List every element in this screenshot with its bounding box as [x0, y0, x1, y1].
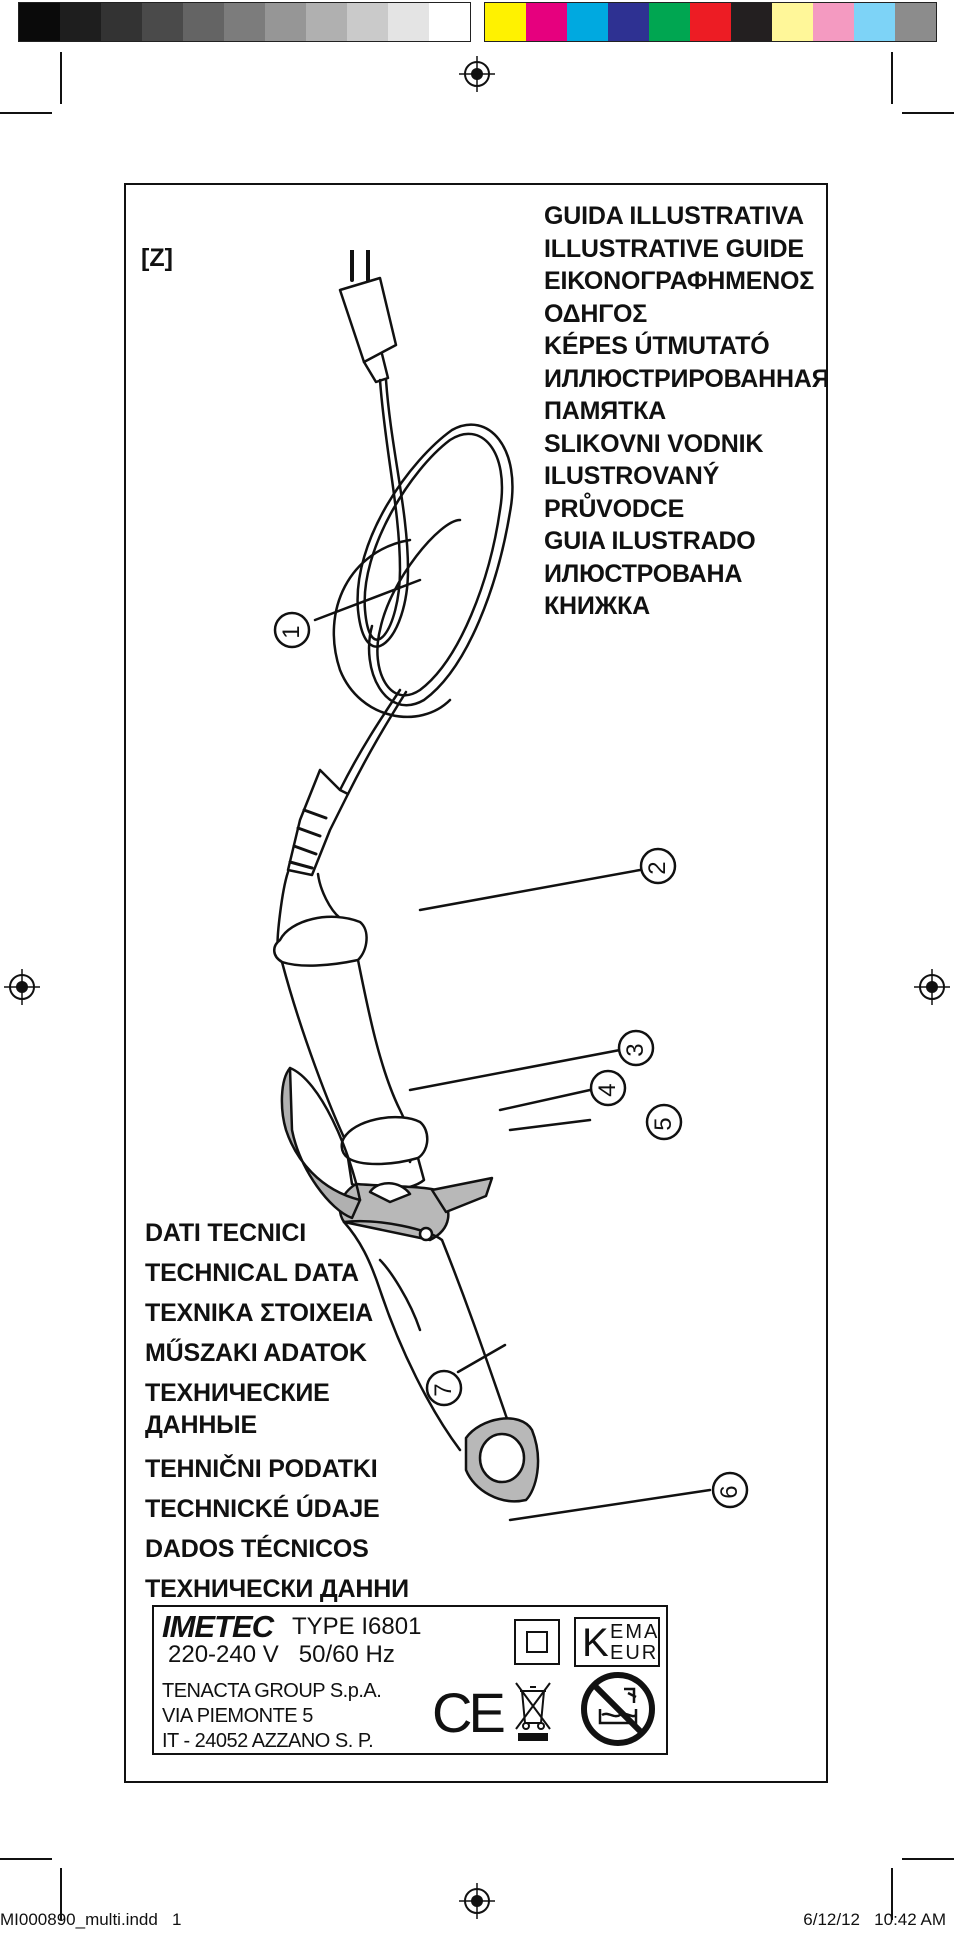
- color-swatch: [731, 3, 772, 41]
- tech-title-it: DATI TECNICI: [145, 1219, 307, 1247]
- color-swatch: [567, 3, 608, 41]
- grayscale-color-bar: [18, 2, 471, 42]
- page-frame: [124, 183, 828, 1783]
- tech-title-sl: TEHNIČNI PODATKI: [145, 1455, 378, 1483]
- tech-title-pt: DADOS TÉCNICOS: [145, 1535, 369, 1563]
- color-swatch: [608, 3, 649, 41]
- registration-mark-icon: [4, 969, 40, 1005]
- color-swatch: [813, 3, 854, 41]
- tech-title-ru: ТЕХНИЧЕСКИЕ ДАННЫЕ: [145, 1377, 409, 1441]
- color-swatch: [485, 3, 526, 41]
- color-swatch: [306, 3, 347, 41]
- manufacturer-address: TENACTA GROUP S.p.A. VIA PIEMONTE 5 IT -…: [162, 1679, 382, 1754]
- illustrative-guide-titles: GUIDA ILLUSTRATIVA ILLUSTRATIVE GUIDE ΕΙΚΟ…: [544, 200, 830, 623]
- curling-iron-illustration: [273, 250, 749, 1522]
- tech-title-cs: TECHNICKÉ ÚDAJE: [145, 1495, 380, 1523]
- tech-title-hu: MŰSZAKI ADATOK: [145, 1339, 367, 1367]
- guide-title-line: КНИЖКА: [544, 592, 650, 620]
- figure-label: [Z]: [141, 244, 173, 272]
- double-insulation-icon: [514, 1619, 560, 1665]
- guide-title-line: ΕΙΚΟΝΟΓΡΑΦΗΜΕΝΟΣ: [544, 267, 815, 295]
- tech-title-ru-line1: ТЕХНИЧЕСКИЕ: [145, 1379, 330, 1407]
- color-swatch: [429, 3, 470, 41]
- registration-mark-icon: [459, 56, 495, 92]
- callout-1: 1: [278, 625, 305, 639]
- address-line: VIA PIEMONTE 5: [162, 1705, 313, 1727]
- guide-title-line: ΟΔΗΓΟΣ: [544, 299, 648, 328]
- guide-title-line: SLIKOVNI VODNIK: [544, 429, 764, 458]
- guide-title-line: GUIA ILUSTRADO: [544, 527, 756, 555]
- address-line: TENACTA GROUP S.p.A.: [162, 1680, 382, 1702]
- guide-title-line: GUIDA ILLUSTRATIVA: [544, 202, 804, 230]
- color-swatch: [19, 3, 60, 41]
- crop-mark: [902, 112, 954, 114]
- crop-mark: [902, 1858, 954, 1860]
- model-type: TYPE I6801: [292, 1613, 422, 1640]
- rating-plate: IMETEC TYPE I6801 220-240 V 50/60 Hz TEN…: [152, 1605, 668, 1755]
- color-swatch: [142, 3, 183, 41]
- color-swatch: [895, 3, 936, 41]
- brand-logo: IMETEC: [162, 1609, 274, 1644]
- crop-mark: [891, 1868, 893, 1920]
- color-swatch: [265, 3, 306, 41]
- no-bath-icon: [581, 1672, 655, 1746]
- callout-3: 3: [622, 1043, 649, 1057]
- weee-bin-icon: [515, 1682, 551, 1741]
- tech-title-el: ΤΕΧΝΙΚΑ ΣΤΟΙΧΕΙΑ: [145, 1299, 374, 1327]
- callout-7: 7: [430, 1383, 457, 1397]
- color-swatch: [690, 3, 731, 41]
- process-color-bar: [484, 2, 937, 42]
- crop-mark: [0, 1858, 52, 1860]
- technical-data-titles: DATI TECNICI TECHNICAL DATA ΤΕΧΝΙΚΑ ΣΤΟΙ…: [145, 1213, 409, 1609]
- callout-6: 6: [716, 1485, 743, 1499]
- frequency: 50/60 Hz: [298, 1641, 395, 1668]
- color-swatch: [347, 3, 388, 41]
- kema-keur-icon: K EMA EUR: [574, 1617, 660, 1667]
- crop-mark: [891, 52, 893, 104]
- registration-mark-icon: [459, 1883, 495, 1919]
- registration-mark-icon: [914, 969, 950, 1005]
- electrical-rating: 220-240 V 50/60 Hz: [168, 1641, 395, 1669]
- color-swatch: [183, 3, 224, 41]
- tech-title-ru-line2: ДАННЫЕ: [145, 1411, 257, 1439]
- color-swatch: [60, 3, 101, 41]
- color-swatch: [526, 3, 567, 41]
- color-swatch: [854, 3, 895, 41]
- color-swatch: [649, 3, 690, 41]
- guide-title-line: ILUSTROVANÝ: [544, 462, 720, 490]
- crop-mark: [0, 112, 52, 114]
- tech-title-en: TECHNICAL DATA: [145, 1259, 359, 1287]
- callout-4: 4: [594, 1083, 621, 1097]
- guide-title-line: PRŮVODCE: [544, 494, 685, 523]
- guide-title-line: ILLUSTRATIVE GUIDE: [544, 234, 804, 263]
- guide-title-line: ИЛЮСТРОВАНА: [544, 559, 743, 588]
- voltage: 220-240 V: [168, 1641, 279, 1668]
- guide-title-line: ИЛЛЮСТРИРОВАННАЯ: [544, 364, 830, 393]
- crop-mark: [60, 1868, 62, 1920]
- print-date: 6/12/12 10:42 AM: [803, 1910, 946, 1929]
- ce-mark-icon: CE: [432, 1681, 506, 1744]
- file-name: MI000890_multi.indd 1: [0, 1910, 182, 1929]
- callout-2: 2: [644, 861, 671, 875]
- address-line: IT - 24052 AZZANO S. P.: [162, 1730, 374, 1752]
- callout-5: 5: [650, 1117, 677, 1131]
- crop-mark: [60, 52, 62, 104]
- color-swatch: [388, 3, 429, 41]
- guide-title-line: KÉPES ÚTMUTATÓ: [544, 332, 770, 360]
- tech-title-bg: ТЕХНИЧЕСКИ ДАННИ: [145, 1575, 409, 1603]
- color-swatch: [101, 3, 142, 41]
- color-swatch: [224, 3, 265, 41]
- guide-title-line: ПАМЯТКА: [544, 397, 667, 425]
- color-swatch: [772, 3, 813, 41]
